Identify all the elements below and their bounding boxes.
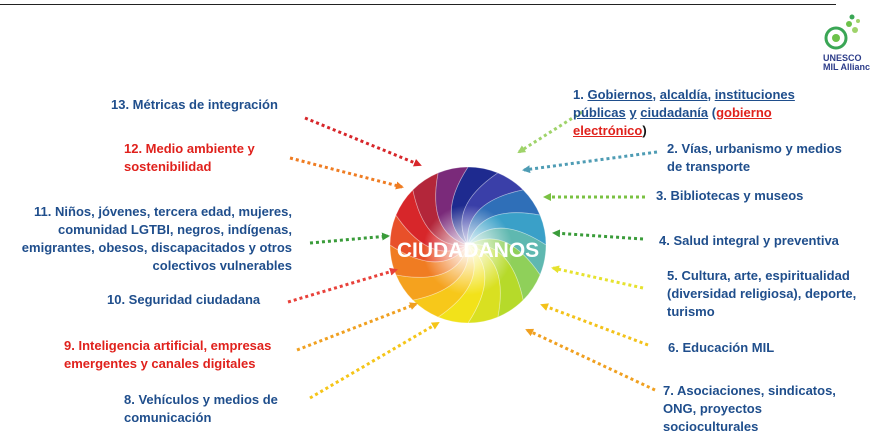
logo-leaf-icon <box>852 27 858 33</box>
item-3-label: 3. Bibliotecas y museos <box>656 187 803 205</box>
logo-line-1: UNESCO <box>823 53 862 63</box>
item-11-label: 11. Niños, jóvenes, tercera edad, mujere… <box>22 203 292 275</box>
arrow-item-5 <box>551 265 644 290</box>
item-5-line-3: turismo <box>667 304 715 319</box>
unesco-mil-logo <box>824 14 860 50</box>
logo-ring-icon <box>824 26 848 50</box>
item-6-line-1: 6. Educación MIL <box>668 340 775 355</box>
center-label: CIUDADANOS <box>397 239 539 262</box>
arrow-item-2 <box>522 150 658 174</box>
item-2-line-1: 2. Vías, urbanismo y medios <box>667 141 842 156</box>
item-4-line-1: 4. Salud integral y preventiva <box>659 233 839 248</box>
logo-dot-icon <box>832 34 840 42</box>
item-2-label: 2. Vías, urbanismo y medios de transport… <box>667 140 842 176</box>
arrow-item-13 <box>304 116 422 167</box>
item-7-line-1: 7. Asociaciones, sindicatos, <box>663 383 836 398</box>
item-11-line-1: 11. Niños, jóvenes, tercera edad, mujere… <box>34 204 292 219</box>
item-8-label: 8. Vehículos y medios de comunicación <box>124 391 278 427</box>
item-8-line-1: 8. Vehículos y medios de <box>124 392 278 407</box>
arrow-item-4 <box>552 229 644 241</box>
item-9-line-2: emergentes y canales digitales <box>64 356 256 371</box>
arrow-item-9 <box>296 302 418 352</box>
top-rule <box>0 4 836 5</box>
logo-leaf-icon <box>846 21 852 27</box>
arrow-item-12 <box>289 156 404 190</box>
item-12-line-2: sostenibilidad <box>124 159 212 174</box>
arrow-item-11 <box>309 232 390 245</box>
item-13-line-1: 13. Métricas de integración <box>111 97 278 112</box>
swirl-center-highlight <box>423 205 513 295</box>
arrow-item-6 <box>540 303 649 347</box>
item-1-line-3: electrónico) <box>573 123 647 138</box>
item-5-label: 5. Cultura, arte, espiritualidad (divers… <box>667 267 856 321</box>
item-5-line-2: (diversidad religiosa), deporte, <box>667 286 857 301</box>
item-7-line-3: socioculturales <box>663 419 759 434</box>
item-11-line-4: colectivos vulnerables <box>152 258 292 273</box>
logo-leaf-icon <box>849 14 855 20</box>
item-10-line-1: 10. Seguridad ciudadana <box>107 292 261 307</box>
item-9-label: 9. Inteligencia artificial, empresas eme… <box>64 337 271 373</box>
item-4-label: 4. Salud integral y preventiva <box>659 232 839 250</box>
item-13-label: 13. Métricas de integración <box>111 96 278 114</box>
item-12-label: 12. Medio ambiente y sostenibilidad <box>124 140 255 176</box>
item-7-line-2: ONG, proyectos <box>663 401 762 416</box>
item-1-line-1: 1. Gobiernos, alcaldía, instituciones <box>573 87 795 102</box>
logo-line-2: MIL Allianc <box>823 62 871 72</box>
item-2-line-2: de transporte <box>667 159 751 174</box>
item-1-line-2: públicas y ciudadanía (gobierno <box>573 105 772 120</box>
item-8-line-2: comunicación <box>124 410 212 425</box>
item-1-label: 1. Gobiernos, alcaldía, instituciones pú… <box>573 86 795 140</box>
logo-leaf-icon <box>856 19 860 23</box>
item-11-line-3: emigrantes, obesos, discapacitados y otr… <box>21 240 292 255</box>
item-3-line-1: 3. Bibliotecas y museos <box>656 188 804 203</box>
item-10-label: 10. Seguridad ciudadana <box>107 291 260 309</box>
item-5-line-1: 5. Cultura, arte, espiritualidad <box>667 268 850 283</box>
item-6-label: 6. Educación MIL <box>668 339 774 357</box>
item-11-line-2: comunidad LGTBI, negros, indígenas, <box>57 222 292 237</box>
arrow-item-1 <box>517 110 583 154</box>
arrow-item-10 <box>287 267 398 304</box>
item-7-label: 7. Asociaciones, sindicatos, ONG, proyec… <box>663 382 836 436</box>
item-9-line-1: 9. Inteligencia artificial, empresas <box>64 338 272 353</box>
arrow-item-8 <box>309 321 440 400</box>
item-12-line-1: 12. Medio ambiente y <box>124 141 255 156</box>
